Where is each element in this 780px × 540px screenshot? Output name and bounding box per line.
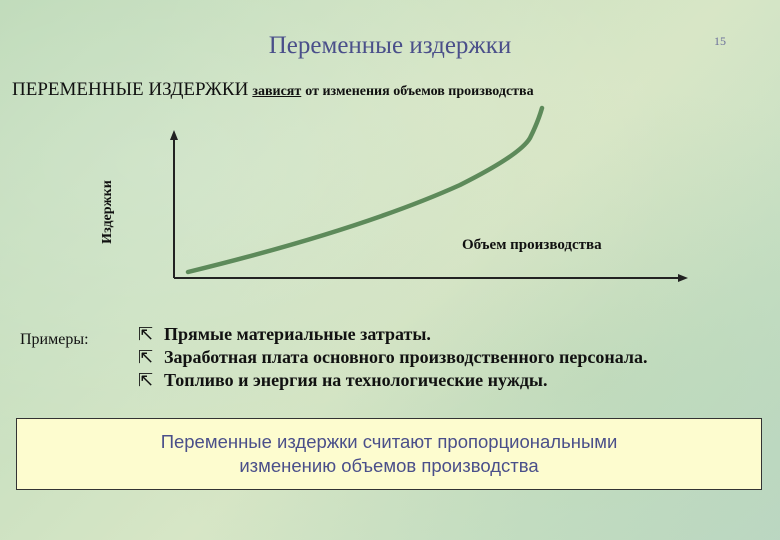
page-number: 15 [714,34,726,48]
x-axis-arrow [678,274,688,282]
heading-main: ПЕРЕМЕННЫЕ ИЗДЕРЖКИ [12,79,249,100]
arrow-up-left-icon: ⇱ [138,347,154,368]
slide-title: Переменные издержки [268,32,512,59]
list-item-text: Прямые материальные затраты. [164,324,431,344]
list-item: ⇱ Прямые материальные затраты. [138,323,647,346]
cost-chart [170,105,688,282]
examples-label: Примеры: [20,331,89,348]
list-item-text: Топливо и энергия на технологические нуж… [164,370,548,390]
note-line-1: Переменные издержки считают пропорционал… [160,431,618,452]
x-axis-label: Объем производства [462,237,602,253]
list-item: ⇱ Топливо и энергия на технологические н… [138,369,647,392]
heading-rest: от изменения объемов производства [305,84,534,99]
heading-underlined-word: зависят [252,84,302,99]
list-item: ⇱ Заработная плата основного производств… [138,346,647,369]
y-axis-arrow [170,130,178,140]
y-axis-label: Издержки [100,180,115,244]
examples-list: ⇱ Прямые материальные затраты. ⇱ Заработ… [138,323,647,392]
arrow-up-left-icon: ⇱ [138,324,154,345]
arrow-up-left-icon: ⇱ [138,370,154,391]
list-item-text: Заработная плата основного производствен… [164,347,648,367]
variable-cost-curve [185,105,545,275]
slide-heading: ПЕРЕМЕННЫЕ ИЗДЕРЖКИ зависят от изменения… [12,79,534,101]
note-box: Переменные издержки считают пропорционал… [16,418,762,490]
note-line-2: изменению объемов производства [239,455,539,476]
